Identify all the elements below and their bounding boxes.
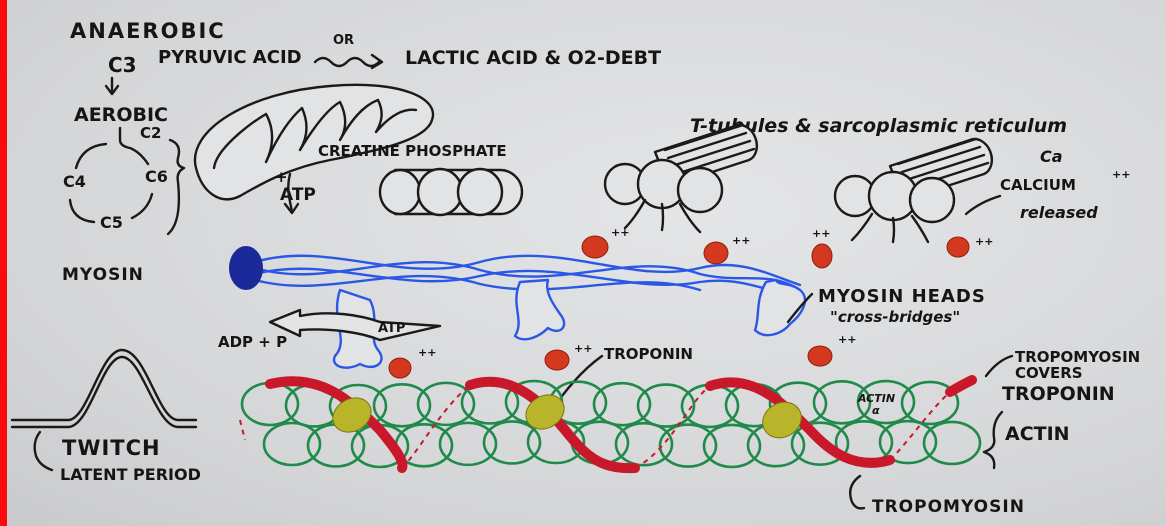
krebs-arrow-c4-c2	[76, 144, 106, 168]
c2-label: C2	[140, 124, 161, 142]
creatine-phosphate-tubes	[380, 169, 522, 215]
actin-monomer	[704, 425, 760, 467]
actin-monomer	[660, 425, 716, 467]
c3-label: C3	[108, 53, 137, 77]
troponin-label: TROPONIN	[604, 345, 693, 363]
myosin-label: MYOSIN	[62, 265, 144, 285]
released-label: released	[1020, 203, 1098, 222]
troponin-right-label: TROPONIN	[1002, 383, 1115, 405]
calcium-ion	[812, 244, 832, 268]
ion-charge: ++	[611, 226, 629, 239]
calcium-ion	[389, 358, 411, 378]
ca-symbol-label: Ca	[1040, 147, 1063, 166]
twitch-label: TWITCH	[62, 436, 161, 460]
latent-period-label: LATENT PERIOD	[60, 465, 201, 484]
cross-bridges-label: "cross-bridges"	[830, 308, 960, 326]
tropomyosin-bottom-pointer	[850, 476, 864, 508]
atp-mito-label: ATP	[280, 185, 316, 205]
ion-charge: ++	[838, 333, 856, 346]
actin-monomer	[682, 385, 738, 427]
actin-monomer	[484, 421, 540, 463]
krebs-brace	[168, 140, 184, 234]
ion-charge: ++	[418, 346, 436, 359]
calcium-ions: ++ ++ ++ ++	[582, 226, 993, 268]
tropomyosin-bottom-label: TROPOMYOSIN	[872, 497, 1025, 517]
calcium-ion	[808, 346, 832, 366]
actin-brace	[984, 412, 1002, 468]
actin-alpha-label: α	[872, 404, 880, 417]
aerobic-label: AEROBIC	[74, 104, 168, 126]
t-tubule-group-2	[835, 139, 1000, 242]
actin-monomer	[242, 383, 298, 425]
anaerobic-label: ANAEROBIC	[70, 19, 226, 43]
c6-label: C6	[145, 167, 168, 186]
c5-label: C5	[100, 213, 123, 232]
troponin-blob	[756, 395, 808, 444]
actin-monomer	[440, 423, 496, 465]
myosin-head-3	[755, 280, 805, 335]
troponin-blob	[327, 391, 378, 439]
lactic-acid-label: LACTIC ACID & O2-DEBT	[405, 47, 661, 69]
ion-charge: ++	[975, 235, 993, 248]
ion-charge: ++	[574, 342, 592, 355]
calcium-ion	[545, 350, 569, 370]
myosin-heads-label: MYOSIN HEADS	[818, 286, 986, 307]
calcium-ion	[704, 242, 728, 264]
actin-monomer	[924, 422, 980, 464]
calcium-label: CALCIUM	[1000, 176, 1076, 194]
atp-head-label: ATP	[378, 321, 405, 336]
wavy-arrow-head	[372, 55, 382, 68]
ion-charge: ++	[812, 227, 830, 240]
creatine-phosphate-label: CREATINE PHOSPHATE	[318, 142, 507, 160]
krebs-arrow-c5-c4	[70, 200, 94, 222]
calcium-ion	[947, 237, 969, 257]
myosin-tail	[229, 246, 263, 290]
actin-monomer	[616, 423, 672, 465]
t-tubule-group-1	[605, 125, 757, 232]
latent-period-pointer	[35, 432, 52, 470]
pyruvic-acid-label: PYRUVIC ACID	[158, 47, 302, 68]
actin-monomer	[374, 384, 430, 426]
adp-p-label: ADP + P	[218, 333, 287, 351]
actin-monomer	[594, 383, 650, 425]
tropomyosin-covers-pointer	[986, 356, 1012, 376]
calcium-ion-mark: ++	[1112, 168, 1130, 181]
krebs-arrow-c6-c5	[132, 194, 152, 218]
actin-monomer	[638, 385, 694, 427]
actin-label: ACTIN	[1005, 423, 1070, 445]
myosin-filament	[229, 246, 805, 368]
ion-charge: ++	[732, 234, 750, 247]
c4-label: C4	[63, 172, 86, 191]
or-label: OR	[333, 33, 354, 48]
covers-label: COVERS	[1015, 364, 1083, 382]
calcium-ion	[582, 236, 608, 258]
actin-monomer	[264, 423, 320, 465]
wavy-arrow	[315, 58, 379, 66]
plus-sign: +	[275, 168, 288, 186]
